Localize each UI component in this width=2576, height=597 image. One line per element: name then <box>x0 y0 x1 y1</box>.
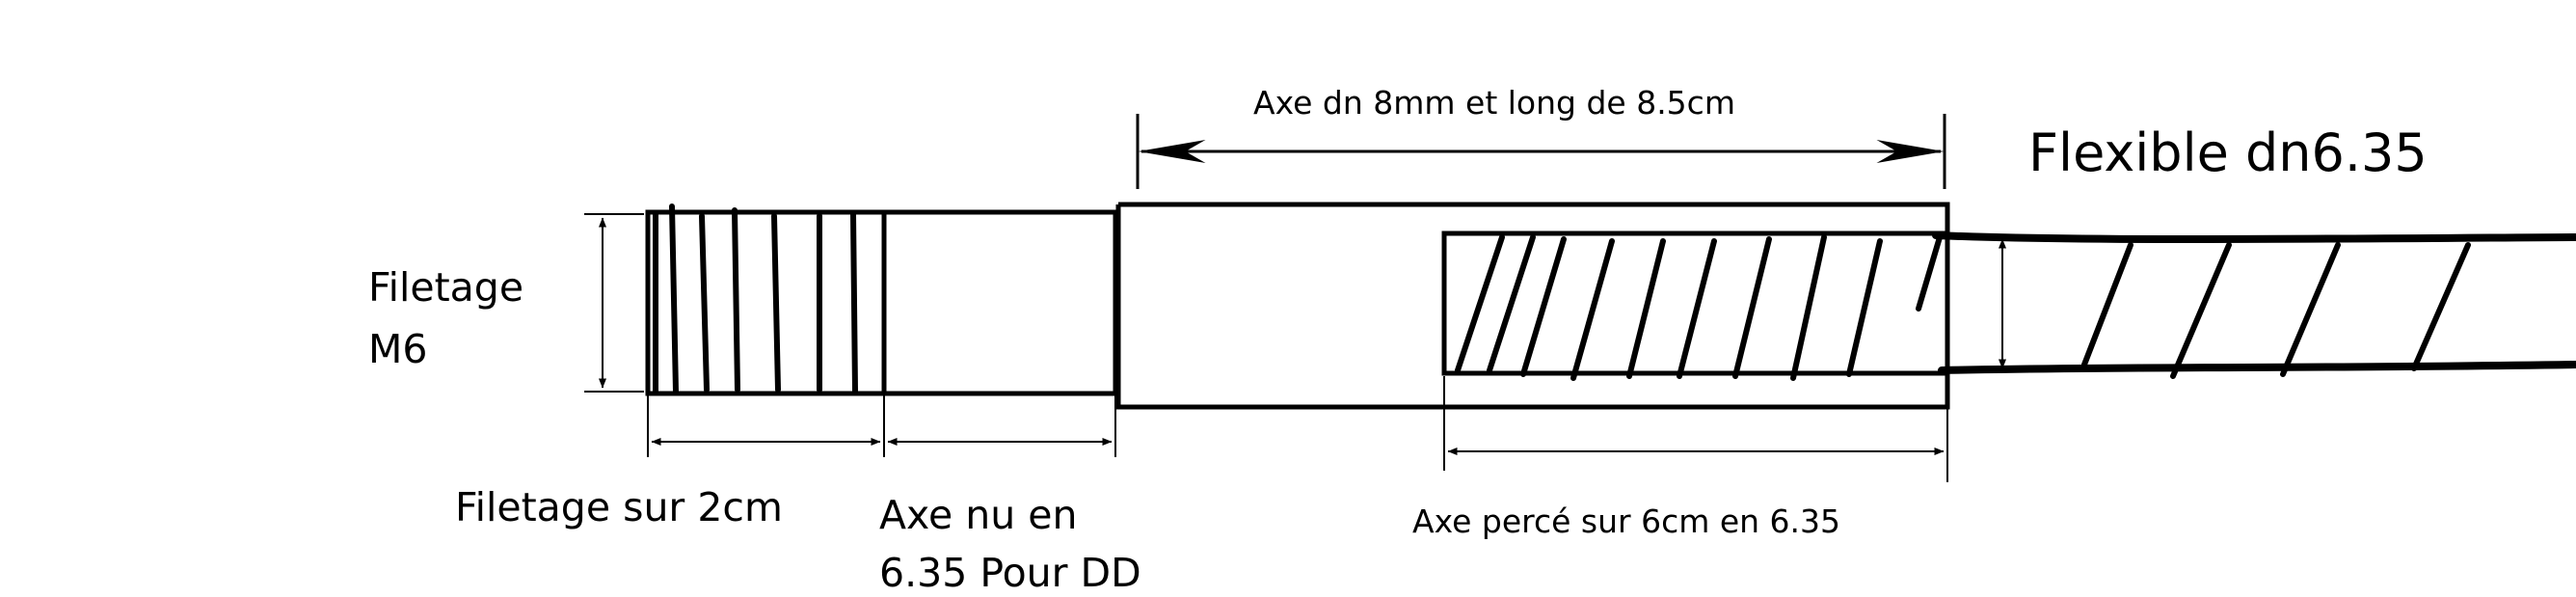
hatch-line <box>1570 238 1615 381</box>
label-thread-line1: Filetage <box>368 264 523 311</box>
drill-hatching <box>1455 234 1943 381</box>
hatch-line <box>1732 236 1772 379</box>
thread-line <box>771 213 781 393</box>
hatch-line <box>1520 236 1567 377</box>
main-axis-body <box>1115 202 1950 410</box>
label-drilled-axis: Axe percé sur 6cm en 6.35 <box>1412 502 1840 540</box>
bare-axis-section <box>881 209 1118 396</box>
label-bare-axis-line2: 6.35 Pour DD <box>879 550 1141 596</box>
hatch-line <box>1846 238 1883 377</box>
dimension-drilled-length <box>1443 376 1948 482</box>
flexible-shaft <box>1932 231 2576 379</box>
thread-line <box>699 213 710 393</box>
flexible-spiral-line <box>2411 242 2471 371</box>
drilled-section <box>1441 231 1950 381</box>
hatch-line <box>1487 234 1536 373</box>
thread-line <box>669 204 679 394</box>
label-flexible: Flexible dn6.35 <box>2028 122 2428 183</box>
flexible-spiral-line <box>2081 242 2133 367</box>
flexible-spiral-line <box>2170 242 2232 379</box>
flexible-spiral-line <box>2280 242 2341 377</box>
dimension-thread-diameter <box>584 213 644 393</box>
label-thread-line2: M6 <box>368 326 427 372</box>
flexible-bottom-edge <box>1938 361 2576 374</box>
label-bare-axis-line1: Axe nu en <box>879 492 1078 538</box>
thread-line <box>732 207 740 393</box>
drilled-section-outline <box>1441 231 1950 376</box>
thread-lines <box>653 204 858 394</box>
hatch-line <box>1790 234 1827 381</box>
main-axis-outline <box>1115 202 1950 410</box>
dimension-thread-length <box>647 395 885 457</box>
label-axis-length: Axe dn 8mm et long de 8.5cm <box>1253 84 1735 122</box>
dimension-axis-length <box>1136 114 1946 189</box>
hatch-line <box>1916 234 1943 312</box>
threaded-section <box>645 204 887 396</box>
hatch-line <box>1677 238 1717 379</box>
dimension-bare-axis-length <box>887 395 1116 457</box>
hatch-line <box>1626 238 1666 379</box>
label-thread-length: Filetage sur 2cm <box>455 484 783 530</box>
flexible-top-edge <box>1932 231 2576 243</box>
thread-line <box>850 211 858 394</box>
hatch-line <box>1455 234 1505 373</box>
